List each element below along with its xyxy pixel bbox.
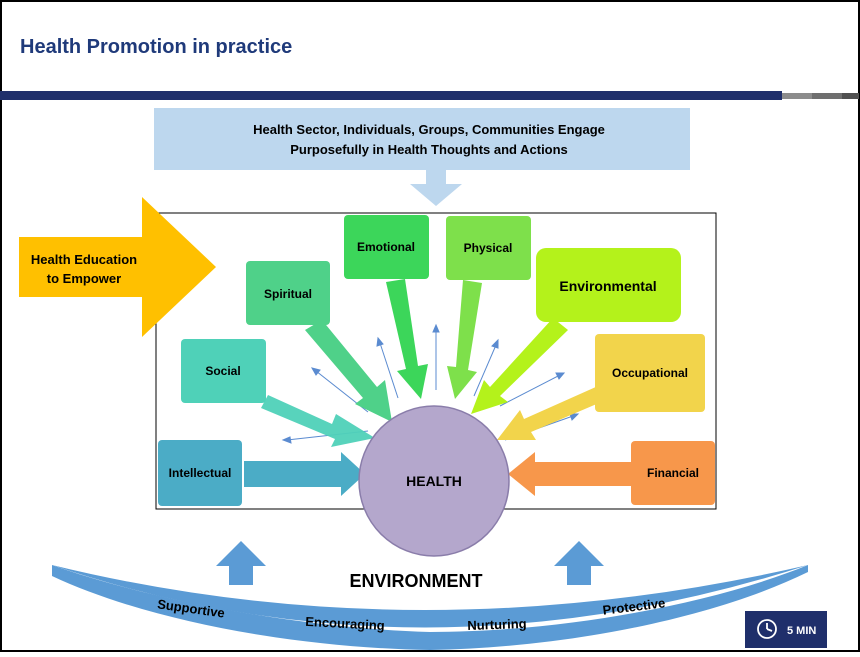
banner-line-1: Health Sector, Individuals, Groups, Comm… [253,122,605,137]
environmental-label: Environmental [559,278,656,294]
environment-quality-nurturing: Nurturing [467,616,527,633]
physical-arrow [447,280,482,399]
banner-box [154,108,690,170]
occupational-box [595,334,705,412]
clock-icon [757,619,777,639]
emotional-label: Emotional [357,240,415,254]
environment-up-arrow-left [216,541,266,585]
title-rule-accent [782,93,812,99]
social-arrow [261,395,375,447]
environmental-arrow [471,318,568,414]
health-circle [358,405,510,557]
social-box [181,339,266,403]
title-rule-accent [842,93,859,99]
health-education-arrow [19,197,216,337]
banner-down-arrow [410,170,462,206]
occupational-label: Occupational [612,366,688,380]
physical-label: Physical [464,241,513,255]
social-label: Social [205,364,240,378]
outward-arrow [379,342,399,399]
outward-arrow [499,374,561,407]
outward-arrow-head [555,372,566,380]
physical-box [446,216,531,280]
environment-up-arrow-right [554,541,604,585]
spiritual-arrow [305,320,392,422]
environment-band [52,565,808,628]
financial-label: Financial [647,466,699,480]
banner-line-2: Purposefully in Health Thoughts and Acti… [290,142,568,157]
health-label: HEALTH [406,473,462,489]
environmental-box [536,248,681,322]
environment-label: ENVIRONMENT [349,571,482,591]
outward-arrow-head [569,413,580,421]
emotional-arrow [386,279,428,399]
spiritual-box [246,261,330,325]
title-rule [0,91,782,100]
health-education-line-2: to Empower [47,271,121,286]
emotional-box [344,215,429,279]
timer-badge: 5 MIN [745,611,827,648]
slide-title: Health Promotion in practice [20,36,292,58]
intellectual-arrow [244,452,365,496]
outward-arrow-head [281,436,292,444]
environment-quality-encouraging: Encouraging [305,614,385,633]
outward-arrow-head [491,338,499,349]
timer-label: 5 MIN [787,625,816,637]
intellectual-box [158,440,242,506]
environment-band-lower [52,565,808,650]
financial-box [631,441,715,505]
financial-arrow [508,452,632,496]
title-rule-accent [812,93,842,99]
occupational-arrow [497,386,606,440]
outward-arrow-head [432,323,440,333]
spiritual-label: Spiritual [264,287,312,301]
outward-arrow-head [376,336,384,347]
outward-arrow [473,344,497,397]
intellectual-label: Intellectual [169,466,232,480]
health-education-line-1: Health Education [31,252,137,267]
outward-arrow-head [310,367,321,376]
